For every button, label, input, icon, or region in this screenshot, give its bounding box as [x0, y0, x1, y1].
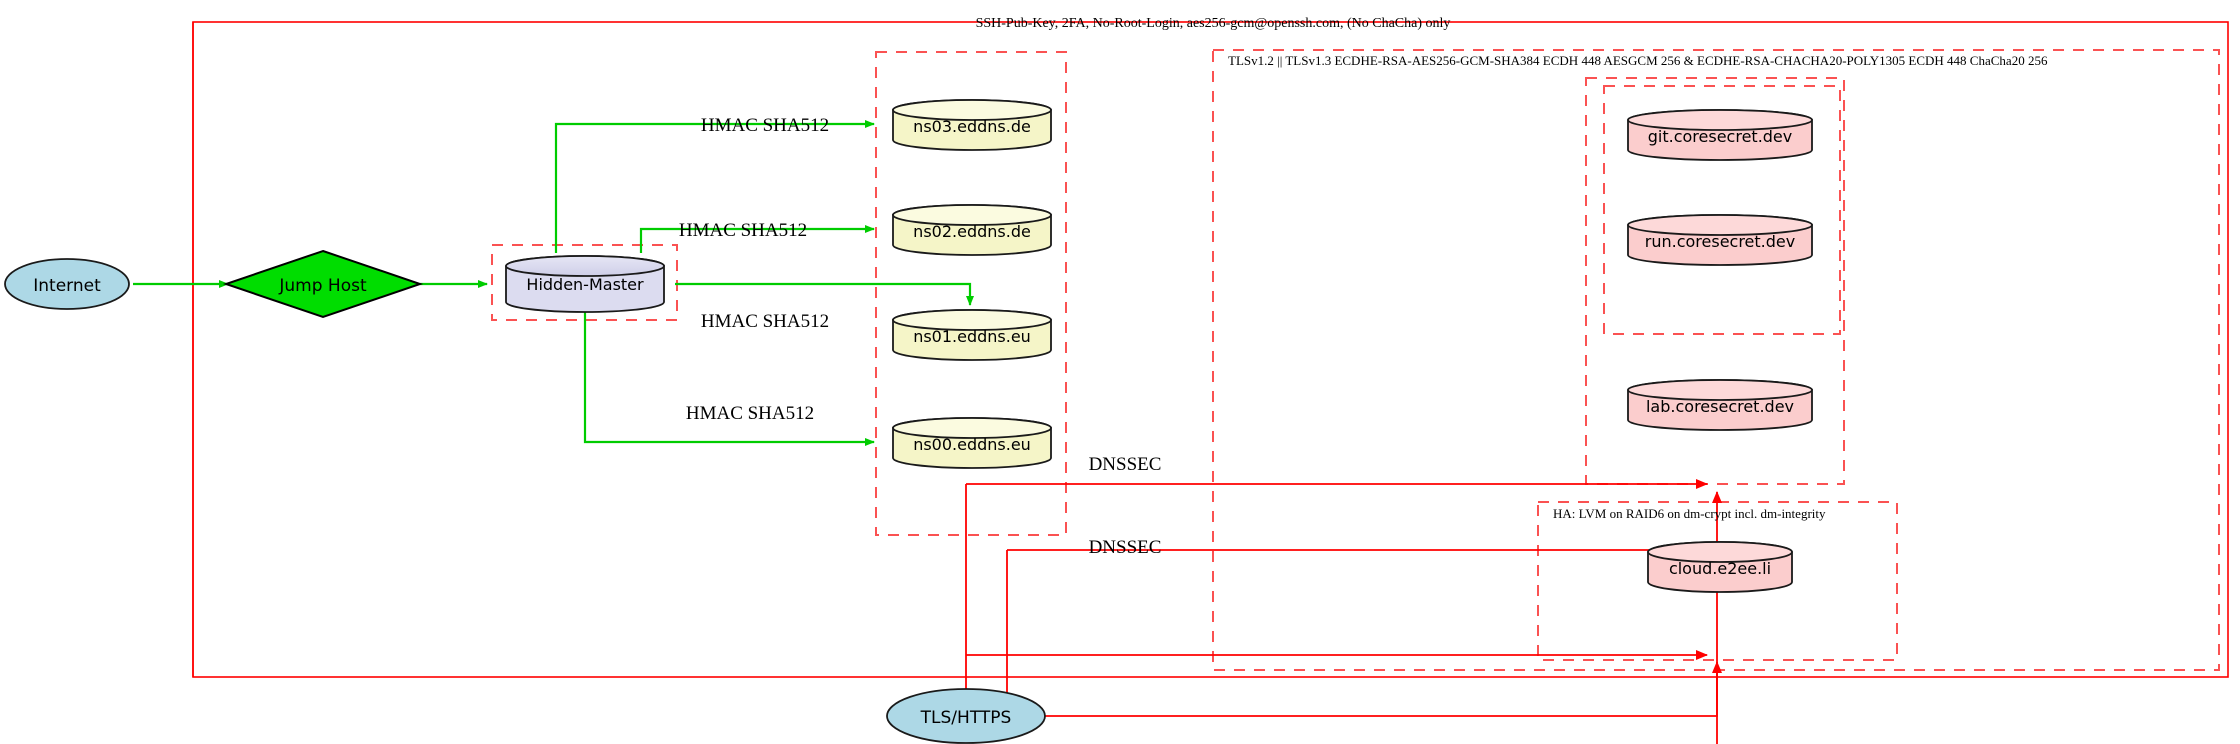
node-internet[interactable]: Internet	[4, 258, 130, 310]
ha-storage-label: HA: LVM on RAID6 on dm-crypt incl. dm-in…	[1553, 506, 1826, 521]
node-cloud-e2ee[interactable]: cloud.e2ee.li	[1647, 541, 1793, 593]
node-internet-label: Internet	[33, 276, 101, 296]
edge-tlshttps-right	[1045, 662, 1718, 717]
edge-master-to-ns02	[639, 225, 875, 253]
node-ns03-label: ns03.eddns.de	[913, 117, 1031, 136]
hidden-master-cluster	[491, 244, 678, 321]
node-hidden-master-label: Hidden-Master	[526, 275, 644, 294]
edge-label-hmac-ns02: HMAC SHA512	[679, 220, 807, 241]
node-ns01-label: ns01.eddns.eu	[913, 327, 1031, 346]
edge-label-hmac-ns01: HMAC SHA512	[701, 311, 829, 332]
node-ns02-label: ns02.eddns.de	[913, 222, 1031, 241]
ssh-policy-label: SSH-Pub-Key, 2FA, No-Root-Login, aes256-…	[976, 16, 1451, 31]
edge-master-to-ns01	[675, 282, 974, 306]
edge-master-to-ns00	[583, 312, 875, 446]
node-git-coresecret[interactable]: git.coresecret.dev	[1627, 109, 1813, 161]
tls-policy-label: TLSv1.2 || TLSv1.3 ECDHE-RSA-AES256-GCM-…	[1228, 53, 2048, 68]
node-tls-https[interactable]: TLS/HTTPS	[886, 688, 1046, 744]
node-ns01[interactable]: ns01.eddns.eu	[892, 309, 1052, 361]
node-ns00-label: ns00.eddns.eu	[913, 435, 1031, 454]
node-cloud-e2ee-label: cloud.e2ee.li	[1669, 559, 1771, 578]
edge-label-dnssec-lower: DNSSEC	[1089, 537, 1162, 558]
ssh-boundary-box	[192, 21, 2229, 678]
node-run-coresecret[interactable]: run.coresecret.dev	[1627, 214, 1813, 266]
node-tls-https-label: TLS/HTTPS	[920, 708, 1012, 728]
edge-label-hmac-ns03: HMAC SHA512	[701, 115, 829, 136]
node-git-coresecret-label: git.coresecret.dev	[1648, 127, 1793, 146]
node-ns02[interactable]: ns02.eddns.de	[892, 204, 1052, 256]
node-ns00[interactable]: ns00.eddns.eu	[892, 417, 1052, 469]
dns-cluster	[875, 51, 1067, 536]
coresecret-inner-cluster	[1603, 85, 1841, 335]
node-hidden-master[interactable]: Hidden-Master	[505, 255, 665, 313]
node-jump-host[interactable]: Jump Host	[222, 249, 424, 319]
node-jump-host-label: Jump Host	[278, 276, 367, 296]
node-ns03[interactable]: ns03.eddns.de	[892, 99, 1052, 151]
node-run-coresecret-label: run.coresecret.dev	[1645, 232, 1795, 251]
coresecret-outer-cluster	[1585, 77, 1845, 485]
edge-label-hmac-ns00: HMAC SHA512	[686, 403, 814, 424]
node-lab-coresecret-label: lab.coresecret.dev	[1646, 397, 1794, 416]
edge-label-dnssec-upper: DNSSEC	[1089, 454, 1162, 475]
edge-master-to-ns03	[554, 120, 875, 253]
node-lab-coresecret[interactable]: lab.coresecret.dev	[1627, 379, 1813, 431]
